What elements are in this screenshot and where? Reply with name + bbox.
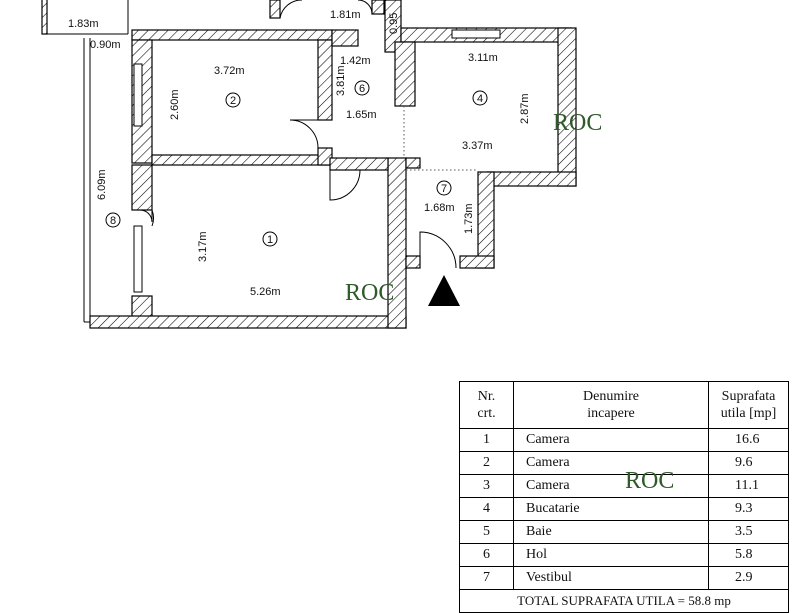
cell-name: Camera — [513, 451, 709, 475]
header-nr: Nr.crt. — [459, 381, 514, 429]
hol-height-label: 3.81m — [335, 65, 347, 96]
room-number-1: 1 — [262, 231, 278, 247]
cell-area: 9.6 — [708, 451, 789, 475]
cell-name: Baie — [513, 520, 709, 544]
hol-width-label: 1.65m — [346, 109, 377, 121]
room-8-length-label: 6.09m — [96, 169, 108, 200]
svg-text:2: 2 — [230, 95, 236, 107]
cell-nr: 2 — [459, 451, 514, 475]
room-divisions — [403, 106, 478, 171]
table-row: 1 Camera 16.6 — [459, 428, 789, 452]
room-1-height-label: 3.17m — [197, 231, 209, 262]
balcony-depth-label: 0.90m — [90, 39, 121, 51]
kitchen-height-label: 2.87m — [519, 93, 531, 124]
hall-top-height-label: 0.95 — [388, 13, 400, 34]
table-row: 6 Hol 5.8 — [459, 543, 789, 567]
cell-name: Camera — [513, 474, 709, 498]
table-row: 4 Bucatarie 9.3 — [459, 497, 789, 521]
cell-nr: 1 — [459, 428, 514, 452]
cell-nr: 7 — [459, 566, 514, 590]
svg-text:7: 7 — [441, 183, 447, 195]
cell-name: Bucatarie — [513, 497, 709, 521]
svg-text:1: 1 — [267, 234, 273, 246]
cell-name: Hol — [513, 543, 709, 567]
table-row: 5 Baie 3.5 — [459, 520, 789, 544]
balcony — [41, 0, 129, 35]
cell-nr: 5 — [459, 520, 514, 544]
room-number-6: 6 — [354, 80, 370, 96]
cell-area: 9.3 — [708, 497, 789, 521]
balcony-width-label: 1.83m — [68, 18, 99, 30]
cell-nr: 6 — [459, 543, 514, 567]
room-number-8: 8 — [105, 212, 121, 228]
kitchen-width-label: 3.11m — [468, 52, 498, 64]
room-8-enclosure — [83, 38, 91, 323]
entrance-arrow-icon — [428, 275, 460, 306]
watermark-roc-kitchen: ROC — [553, 110, 602, 136]
floor-plan: 1.83m 0.90m 6.09m 1.81m 0.95 3.72m 2.60m… — [41, 0, 602, 329]
cell-area: 2.9 — [708, 566, 789, 590]
room-number-4: 4 — [472, 90, 488, 106]
hall-top-width-label: 1.81m — [330, 9, 361, 21]
watermark-roc-room-1: ROC — [345, 280, 394, 306]
cell-nr: 4 — [459, 497, 514, 521]
vestibul-height-label: 1.73m — [463, 203, 475, 234]
table-row: 3 Camera 11.1 — [459, 474, 789, 498]
hol-top-width-label: 1.42m — [340, 55, 371, 67]
table-total-row: TOTAL SUPRAFATA UTILA = 58.8 mp — [459, 589, 789, 613]
watermark-roc-table: ROC — [625, 468, 675, 494]
total-cell: TOTAL SUPRAFATA UTILA = 58.8 mp — [459, 589, 789, 613]
cell-name: Camera — [513, 428, 709, 452]
doors — [139, 0, 457, 269]
vestibul-width-label: 1.68m — [424, 202, 455, 214]
room-number-2: 2 — [225, 92, 241, 108]
cell-area: 11.1 — [708, 474, 789, 498]
cell-area: 5.8 — [708, 543, 789, 567]
room-1-width-label: 5.26m — [250, 286, 281, 298]
table-row: 7 Vestibul 2.9 — [459, 566, 789, 590]
room-2-width-label: 3.72m — [214, 65, 245, 77]
cell-area: 16.6 — [708, 428, 789, 452]
svg-text:8: 8 — [110, 215, 116, 227]
room-2-height-label: 2.60m — [169, 89, 181, 120]
table-row: 2 Camera 9.6 — [459, 451, 789, 475]
room-number-7: 7 — [436, 180, 452, 196]
svg-text:4: 4 — [477, 93, 483, 105]
svg-text:6: 6 — [359, 83, 365, 95]
cell-area: 3.5 — [708, 520, 789, 544]
kitchen-width-2-label: 3.37m — [462, 140, 493, 152]
cell-name: Vestibul — [513, 566, 709, 590]
cell-nr: 3 — [459, 474, 514, 498]
exterior-walls — [89, 0, 577, 329]
